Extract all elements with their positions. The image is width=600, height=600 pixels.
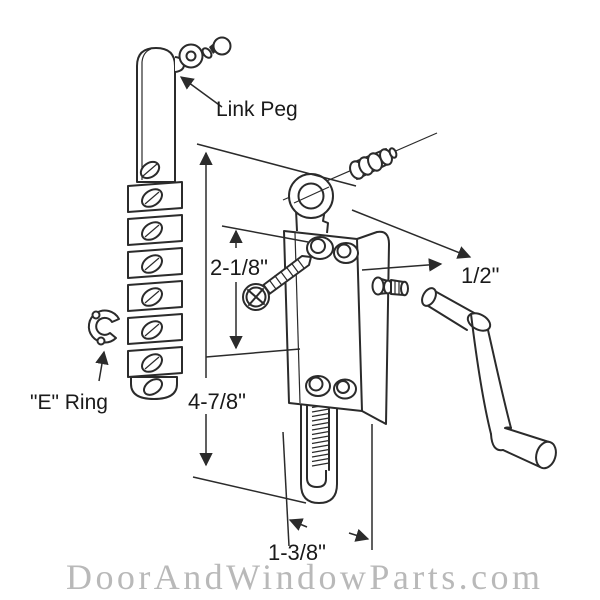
link-peg-icon	[201, 36, 232, 59]
dimension-overall	[192, 143, 357, 504]
e-ring-icon	[87, 309, 120, 346]
link-peg-arrow	[179, 76, 223, 108]
operator-plate	[283, 173, 409, 425]
dim-offset-label: 1/2"	[461, 263, 499, 288]
link-bar-segments	[127, 181, 183, 378]
pivot-bushing-icon	[349, 147, 398, 180]
screw-boss	[305, 236, 359, 400]
pivot-eyelet	[288, 173, 334, 234]
dimension-upper	[205, 225, 309, 358]
dim-overall-label: 4-7/8"	[188, 389, 246, 414]
washer-icon	[178, 43, 204, 69]
side-stud	[371, 276, 409, 297]
rack-bar	[300, 397, 338, 504]
e-ring-arrow	[95, 350, 109, 382]
link-bar-hole	[139, 160, 161, 180]
e-ring-label: "E" Ring	[30, 391, 108, 414]
mounting-screw-icon	[242, 255, 312, 311]
dim-width-label: 1-3/8"	[268, 540, 326, 565]
link-peg-label: Link Peg	[216, 98, 298, 121]
watermark-text: DoorAndWindowParts.com	[66, 557, 540, 597]
link-bar	[127, 47, 185, 400]
dimension-width	[282, 424, 373, 550]
crank-handle	[421, 287, 557, 470]
dimension-offset	[351, 209, 472, 272]
dim-upper-label: 2-1/8"	[210, 255, 268, 280]
